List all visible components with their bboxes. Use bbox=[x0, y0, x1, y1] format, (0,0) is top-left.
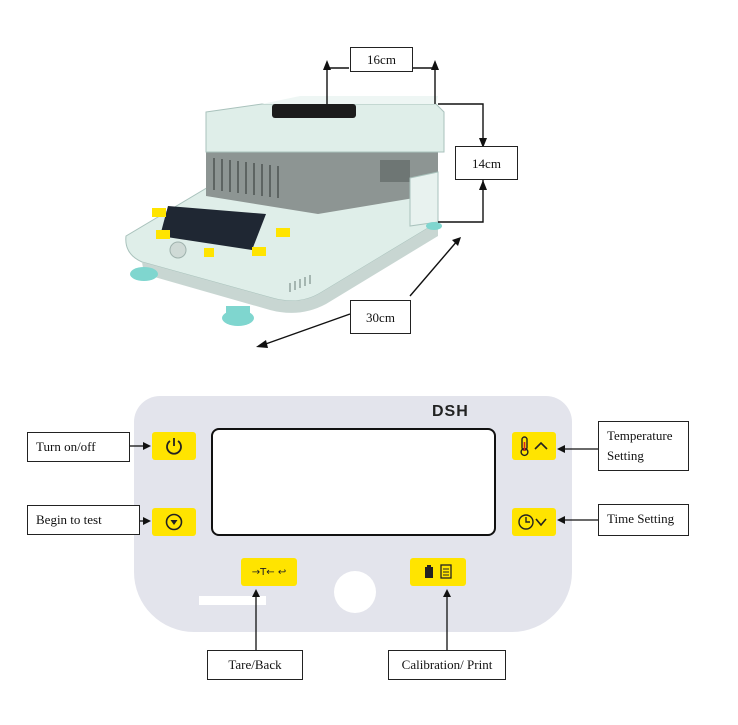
depth-arrow-left bbox=[259, 313, 351, 347]
device-base-edge bbox=[142, 222, 438, 313]
depth-arrow-right bbox=[409, 239, 459, 297]
power-icon bbox=[166, 438, 182, 455]
brand-label: DSH bbox=[432, 403, 469, 420]
callout-calibration: Calibration/ Print bbox=[388, 650, 506, 680]
clock-down-icon bbox=[518, 514, 547, 530]
device-key-5 bbox=[204, 248, 214, 257]
level-bubble bbox=[169, 241, 187, 259]
thermometer-up-icon bbox=[520, 436, 548, 457]
tare-symbol: →T← ↩ bbox=[251, 566, 287, 578]
foot-front-body bbox=[226, 306, 250, 318]
panel-display bbox=[211, 428, 496, 536]
lid-top bbox=[262, 96, 438, 104]
device-key-1 bbox=[152, 208, 166, 217]
device-display bbox=[160, 206, 266, 250]
height-label: 14cm bbox=[455, 146, 518, 180]
depth-label: 30cm bbox=[350, 300, 411, 334]
side-vent bbox=[289, 275, 311, 292]
power-button[interactable] bbox=[152, 432, 196, 460]
callout-power: Turn on/off bbox=[27, 432, 130, 462]
begin-test-button[interactable] bbox=[152, 508, 196, 536]
dimension-arrowheads bbox=[256, 60, 487, 348]
tare-button[interactable]: →T← ↩ bbox=[241, 558, 297, 586]
chamber-slots bbox=[213, 158, 279, 198]
side-panel bbox=[409, 171, 439, 227]
height-arrow-top bbox=[438, 103, 484, 148]
device-key-3 bbox=[276, 228, 290, 237]
lid-window bbox=[272, 104, 356, 118]
down-circle-icon bbox=[165, 513, 183, 531]
time-button[interactable] bbox=[512, 508, 556, 536]
calibration-print-button[interactable] bbox=[410, 558, 466, 586]
height-arrow-bottom bbox=[438, 180, 484, 223]
foot-left-back bbox=[130, 267, 158, 281]
panel-label-strip bbox=[199, 596, 266, 605]
device-key-2 bbox=[156, 230, 170, 239]
callout-time: Time Setting bbox=[598, 504, 689, 536]
panel-hole bbox=[334, 571, 376, 613]
dimension-lines bbox=[259, 67, 484, 347]
chamber-grid bbox=[380, 160, 410, 182]
width-label: 16cm bbox=[350, 47, 413, 72]
temperature-button[interactable] bbox=[512, 432, 556, 460]
callout-tare: Tare/Back bbox=[207, 650, 303, 680]
device-key-4 bbox=[252, 247, 266, 256]
callout-temperature: Temperature Setting bbox=[598, 421, 689, 471]
callout-begin-test: Begin to test bbox=[27, 505, 140, 535]
weight-print-icon bbox=[425, 564, 452, 579]
foot-right bbox=[426, 222, 442, 230]
